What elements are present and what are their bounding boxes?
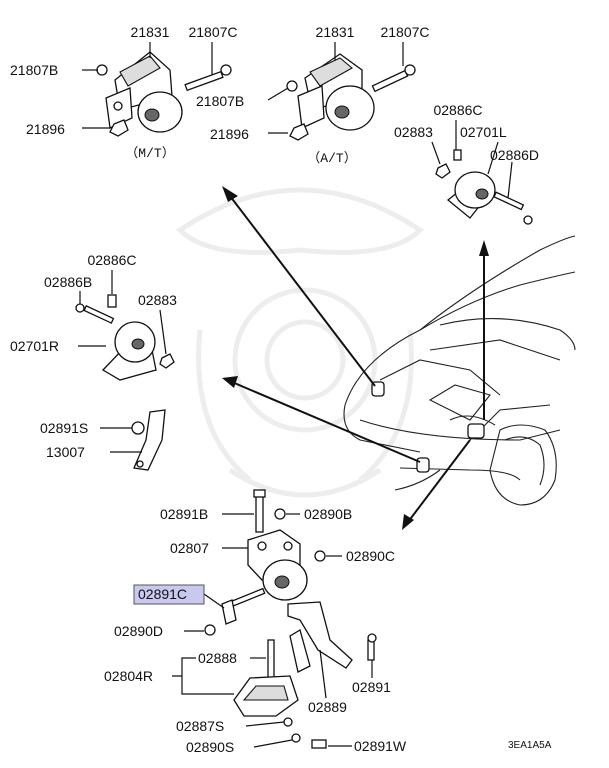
bolt-02891b [255,493,264,533]
label-left-02886b: 02886B [44,274,92,290]
left-side-mount-assembly [435,149,533,225]
label-02891c: 02891C [138,586,187,602]
pointer-arrows [222,186,489,530]
rear-mount-assembly [204,489,377,749]
label-02890b: 02890B [304,506,352,522]
label-right-02886d: 02886D [490,147,539,163]
label-right-02701l: 02701L [460,124,507,140]
label-left-02883: 02883 [138,292,177,308]
label-mt-21807c: 21807C [188,24,237,40]
body-mount-marker-rear [467,423,485,439]
label-02890s: 02890S [186,739,234,755]
label-02890d: 02890D [114,623,163,639]
body-mount-marker-left [416,457,430,473]
caption-at: （A/T） [307,151,356,166]
label-at-21831: 21831 [316,24,355,40]
label-02889: 02889 [308,699,347,715]
label-02807: 02807 [170,540,209,556]
label-02891b: 02891B [160,506,208,522]
label-mt-21807b: 21807B [10,62,58,78]
label-at-21896: 21896 [210,126,249,142]
label-13007: 13007 [46,444,85,460]
car-body-outline [343,235,576,506]
label-02890c: 02890C [346,548,395,564]
label-left-02886c: 02886C [87,252,136,268]
at-mount-assembly [286,53,416,141]
caption-mt: （M/T） [125,146,174,161]
label-02804r: 02804R [104,668,153,684]
mt-mount-assembly [96,51,232,137]
label-02891s: 02891S [40,420,88,436]
part-labels: 21831 21807C 21807B 21896 （M/T） 21831 21… [10,24,552,755]
right-side-mount-assembly [75,294,175,381]
label-02887s: 02887S [176,718,224,734]
diagram-code: 3EA1A5A [508,740,552,751]
label-left-02701r: 02701R [10,338,59,354]
label-02891w: 02891W [354,738,407,754]
highlight-02891c [133,584,205,605]
label-at-21807b: 21807B [196,93,244,109]
watermark-emblem [176,187,424,498]
label-02891: 02891 [352,679,391,695]
stay-assembly [131,409,166,471]
leader-lines [78,42,513,748]
label-mt-21831: 21831 [131,24,170,40]
label-02888: 02888 [198,650,237,666]
label-right-02886c: 02886C [433,102,482,118]
label-mt-21896: 21896 [26,121,65,137]
label-at-21807c: 21807C [380,24,429,40]
label-right-02883: 02883 [394,124,433,140]
